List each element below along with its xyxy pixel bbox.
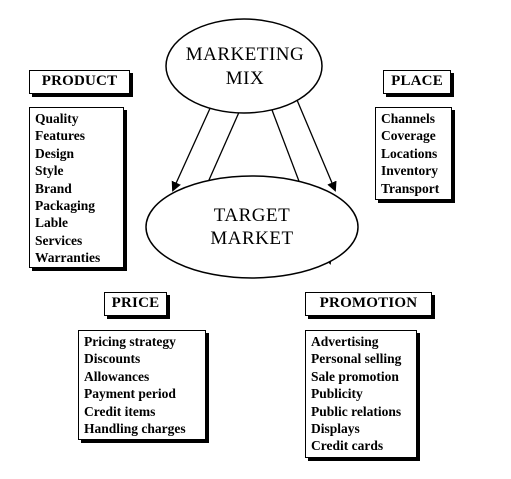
promotion-item: Personal selling: [311, 351, 402, 367]
promotion-header: PROMOTION: [305, 292, 432, 316]
arrow-product: [171, 103, 213, 192]
product-item: Design: [35, 145, 75, 161]
target-market-line2: MARKET: [210, 228, 293, 249]
product-title: PRODUCT: [41, 73, 118, 89]
marketing-mix-line2: MIX: [226, 68, 264, 89]
product-item: Warranties: [35, 250, 101, 266]
price-title: PRICE: [111, 295, 160, 311]
product-item: Services: [35, 232, 83, 248]
price-item: Credit items: [84, 403, 156, 419]
place-header: PLACE: [383, 70, 451, 94]
target-market-ellipse: [145, 175, 359, 279]
promotion-item: Sale promotion: [311, 368, 399, 384]
price-item: Pricing strategy: [84, 334, 176, 349]
price-item: Discounts: [84, 351, 141, 367]
place-item: Inventory: [381, 163, 438, 179]
product-header: PRODUCT: [29, 70, 130, 94]
marketing-mix-ellipse: [165, 18, 323, 114]
product-item: Brand: [35, 180, 72, 196]
price-header: PRICE: [104, 292, 167, 316]
arrow-place: [296, 99, 337, 192]
price-item: Payment period: [84, 386, 176, 402]
product-item: Packaging: [35, 198, 96, 214]
product-item: Quality: [35, 111, 79, 126]
place-title: PLACE: [391, 73, 443, 89]
place-item: Channels: [381, 111, 436, 126]
promotion-item: Displays: [311, 421, 360, 437]
promotion-item: Publicity: [311, 386, 363, 402]
price-item: Allowances: [84, 368, 150, 384]
product-item: Features: [35, 128, 85, 144]
product-item: Lable: [35, 215, 69, 231]
price-item: Handling charges: [84, 421, 186, 437]
place-item: Coverage: [381, 128, 436, 144]
promotion-item: Public relations: [311, 403, 402, 419]
place-item: Locations: [381, 145, 438, 161]
marketing-mix-line1: MARKETING: [186, 44, 305, 65]
promotion-title: PROMOTION: [319, 295, 418, 311]
target-market-line1: TARGET: [214, 205, 290, 226]
product-item: Style: [35, 163, 64, 179]
place-item: Transport: [381, 180, 440, 196]
promotion-item: Advertising: [311, 334, 379, 349]
promotion-item: Credit cards: [311, 438, 384, 454]
